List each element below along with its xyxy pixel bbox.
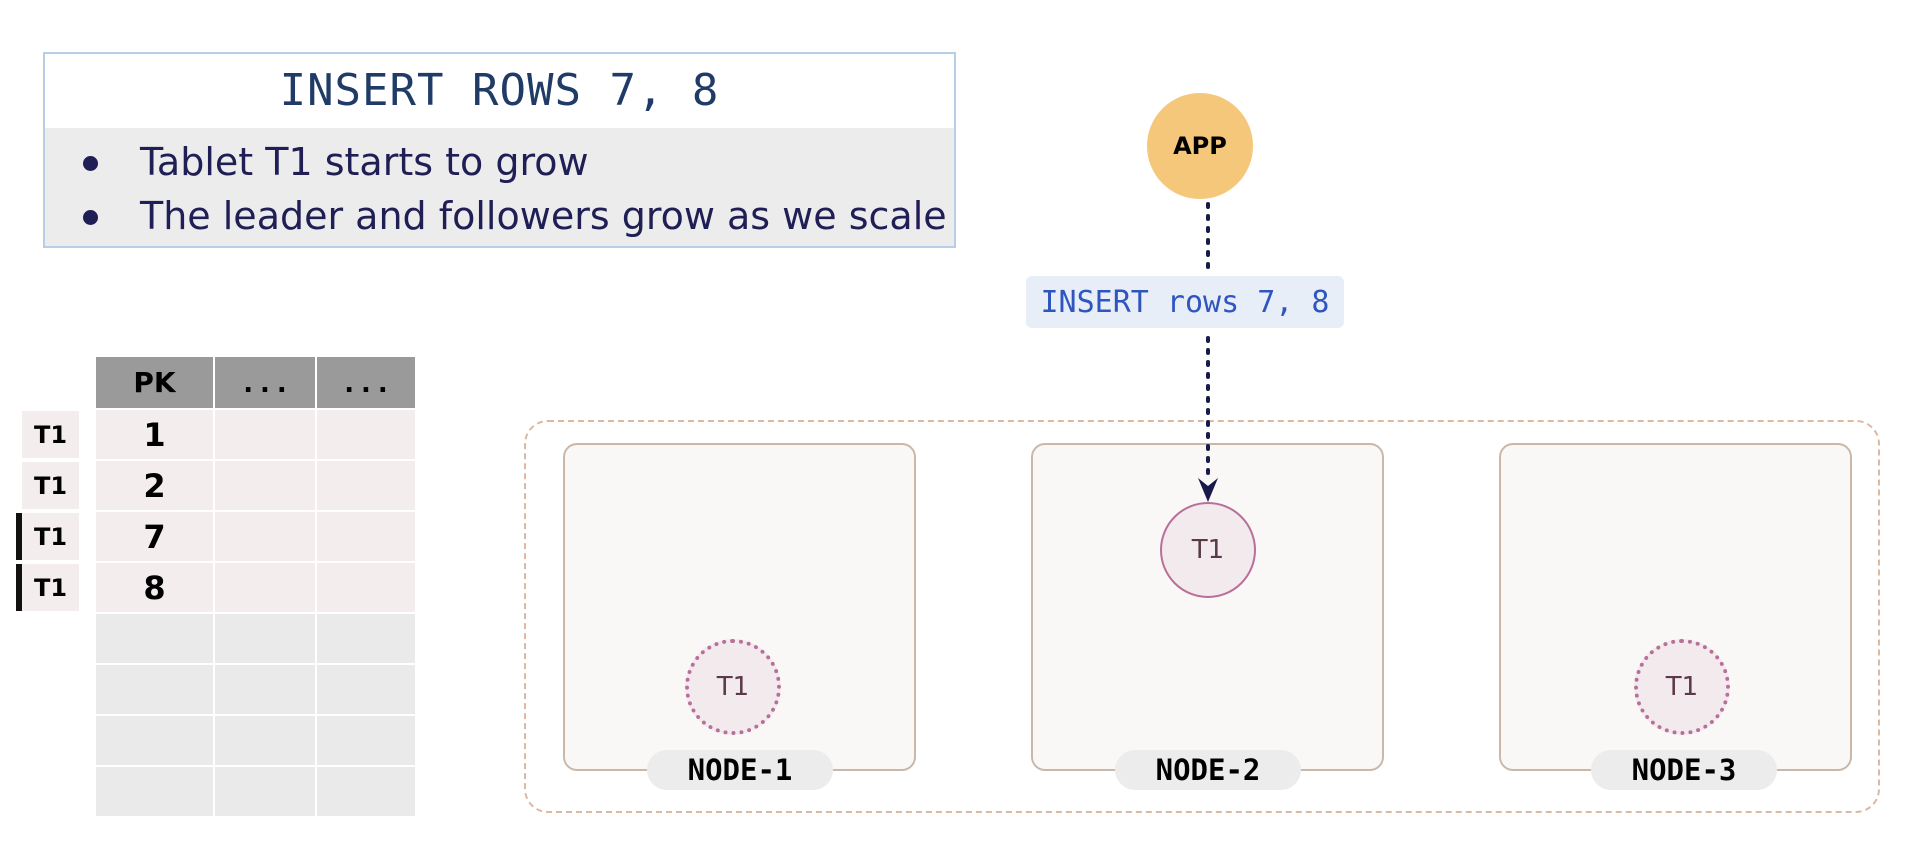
table-cell bbox=[96, 767, 213, 816]
table-row-empty bbox=[96, 716, 417, 767]
column-header: ... bbox=[317, 357, 415, 408]
table-cell bbox=[215, 767, 315, 816]
table-cell bbox=[215, 461, 315, 510]
node-3-label: NODE-3 bbox=[1591, 750, 1777, 790]
data-table: PK ... ... 1 2 7 8 bbox=[96, 357, 417, 818]
table-row-empty bbox=[96, 614, 417, 665]
table-row: 2 bbox=[96, 461, 417, 512]
table-cell bbox=[317, 461, 415, 510]
pk-cell: 7 bbox=[96, 512, 213, 561]
table-cell bbox=[215, 716, 315, 765]
cluster-boundary bbox=[524, 420, 1880, 813]
bullet-text: The leader and followers grow as we scal… bbox=[140, 194, 947, 238]
table-cell bbox=[317, 563, 415, 612]
row-tablet-label: T1 bbox=[22, 462, 79, 509]
request-label: INSERT rows 7, 8 bbox=[1026, 276, 1344, 328]
table-cell bbox=[215, 512, 315, 561]
column-header-pk: PK bbox=[96, 357, 213, 408]
bullet-item: Tablet T1 starts to grow bbox=[45, 136, 954, 190]
bullet-dot-icon bbox=[83, 156, 98, 171]
table-cell bbox=[96, 614, 213, 663]
table-cell bbox=[317, 614, 415, 663]
table-cell bbox=[317, 665, 415, 714]
table-cell bbox=[215, 410, 315, 459]
title-panel: INSERT ROWS 7, 8 Tablet T1 starts to gro… bbox=[43, 52, 956, 248]
pk-cell: 2 bbox=[96, 461, 213, 510]
table-cell bbox=[215, 614, 315, 663]
bullet-text: Tablet T1 starts to grow bbox=[140, 140, 589, 184]
table-row: 7 bbox=[96, 512, 417, 563]
tablet-follower-node-3: T1 bbox=[1634, 639, 1730, 735]
tablet-leader-node-2: T1 bbox=[1160, 502, 1256, 598]
row-tablet-labels: T1 T1 T1 T1 bbox=[16, 411, 79, 615]
arrowhead-icon bbox=[1198, 478, 1218, 502]
table-cell bbox=[215, 665, 315, 714]
table-cell bbox=[317, 410, 415, 459]
app-node: APP bbox=[1147, 93, 1253, 199]
table-header-row: PK ... ... bbox=[96, 357, 417, 410]
page-title: INSERT ROWS 7, 8 bbox=[45, 54, 954, 128]
node-1-label: NODE-1 bbox=[647, 750, 833, 790]
tablet-follower-node-1: T1 bbox=[685, 639, 781, 735]
row-tablet-label-new: T1 bbox=[16, 513, 79, 560]
bullet-item: The leader and followers grow as we scal… bbox=[45, 190, 954, 244]
bullet-list: Tablet T1 starts to grow The leader and … bbox=[45, 128, 954, 244]
table-row-empty bbox=[96, 665, 417, 716]
table-cell bbox=[317, 512, 415, 561]
pk-cell: 8 bbox=[96, 563, 213, 612]
row-tablet-label-new: T1 bbox=[16, 564, 79, 611]
row-tablet-label: T1 bbox=[22, 411, 79, 458]
table-cell bbox=[96, 665, 213, 714]
bullet-dot-icon bbox=[83, 210, 98, 225]
table-cell bbox=[96, 716, 213, 765]
column-header: ... bbox=[215, 357, 315, 408]
table-row: 1 bbox=[96, 410, 417, 461]
table-row: 8 bbox=[96, 563, 417, 614]
table-row-empty bbox=[96, 767, 417, 818]
table-cell bbox=[317, 767, 415, 816]
pk-cell: 1 bbox=[96, 410, 213, 459]
table-cell bbox=[317, 716, 415, 765]
node-2-label: NODE-2 bbox=[1115, 750, 1301, 790]
table-cell bbox=[215, 563, 315, 612]
